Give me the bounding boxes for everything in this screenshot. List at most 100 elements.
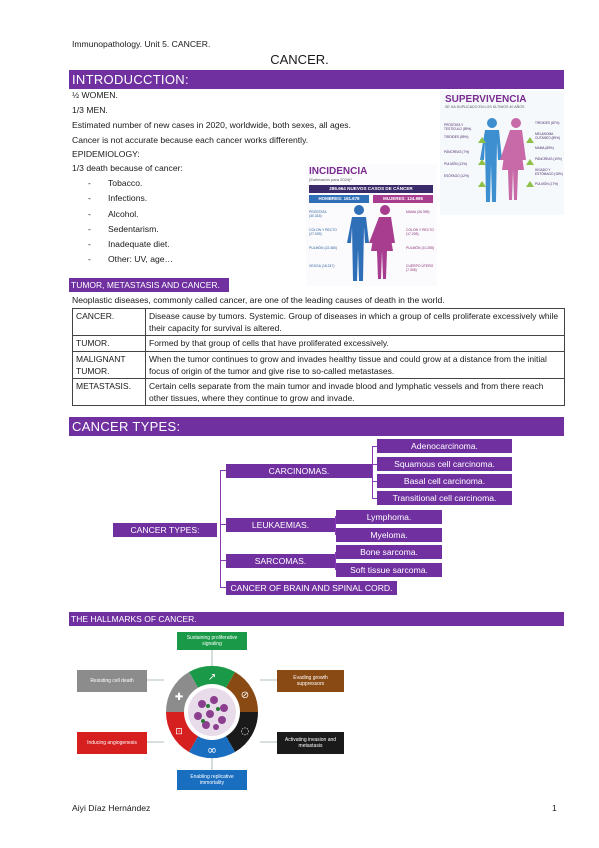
tree-connector <box>335 552 336 570</box>
carcinoma-type: Squamous cell carcinoma. <box>377 457 512 471</box>
women-count: MUJERES: 124.986 <box>373 195 433 203</box>
supervivencia-title: SUPERVIVENCIA <box>445 94 527 105</box>
stat-label: PÁNCREAS (7%) <box>444 150 470 154</box>
svg-text:↗: ↗ <box>208 672 216 683</box>
hallmarks-heading: THE HALLMARKS OF CANCER. <box>69 612 564 626</box>
list-item: -Other: UV, age… <box>88 254 174 265</box>
brain-cancer-node: CANCER OF BRAIN AND SPINAL CORD. <box>226 581 397 595</box>
body-silhouettes-icon <box>347 205 395 281</box>
intro-heading: INTRODUCCTION: <box>69 70 564 89</box>
svg-text:✚: ✚ <box>175 692 183 703</box>
hallmark-label: Activating invasion and metastasis <box>277 732 344 754</box>
stat-label: COLON Y RECTO (17.205) <box>406 228 434 237</box>
list-item: -Inadequate diet. <box>88 239 170 250</box>
tree-connector <box>220 587 226 588</box>
list-item: -Sedentarism. <box>88 223 159 234</box>
stat-label: COLON Y RECTO (27.009) <box>309 228 337 237</box>
stat-label: PÁNCREAS (10%) <box>535 157 562 161</box>
svg-text:◌: ◌ <box>241 726 250 737</box>
svg-text:⊘: ⊘ <box>241 690 249 701</box>
stat-label: CUERPO ÚTERO (7.306) <box>406 264 434 273</box>
incidencia-banner: 286.664 NUEVOS CASOS DE CÁNCER <box>309 185 433 193</box>
tumor-intro: Neoplastic diseases, commonly called can… <box>72 295 445 305</box>
author: Aiyi Díaz Hernández <box>72 803 151 813</box>
leukaemia-type: Myeloma. <box>336 528 442 542</box>
sarcomas-node: SARCOMAS. <box>226 554 335 568</box>
sarcoma-type: Bone sarcoma. <box>336 545 442 559</box>
stat-label: HÍGADO Y ESTÓMAGO (18%) <box>535 168 563 176</box>
page-number: 1 <box>552 803 557 813</box>
svg-text:∞: ∞ <box>207 743 217 757</box>
intro-line: Cancer is not accurate because each canc… <box>72 135 309 145</box>
supervivencia-subtitle: SE HA DUPLICADO EN LOS ÚLTIMOS 40 AÑOS <box>445 105 525 109</box>
leukaemias-node: LEUKAEMIAS. <box>226 518 335 532</box>
body-silhouettes-icon <box>478 118 534 202</box>
intro-line: 1/3 MEN. <box>72 105 108 115</box>
page-title: CANCER. <box>270 52 329 67</box>
stat-label: MELANOMA CUTÁNEO (89%) <box>535 132 560 140</box>
intro-line: 1/3 death because of cancer: <box>72 163 183 173</box>
stat-label: PULMÓN (17%) <box>535 182 559 186</box>
table-row: TUMOR. Formed by that group of cells tha… <box>72 335 565 352</box>
tree-connector <box>372 464 377 465</box>
stat-label: MAMA (36.395) <box>406 210 430 214</box>
cancer-types-heading: CANCER TYPES: <box>69 417 564 436</box>
hallmark-label: Resisting cell death <box>77 670 147 692</box>
leukaemia-type: Lymphoma. <box>336 510 442 524</box>
incidencia-infographic: INCIDENCIA (Estimación para 2024)* 286.6… <box>306 164 437 286</box>
incidencia-title: INCIDENCIA <box>309 166 368 177</box>
carcinoma-type: Transitional cell carcinoma. <box>377 491 512 505</box>
stat-label: PRÓSTATA Y TESTÍCULO (89%) <box>444 123 472 131</box>
table-row: MALIGNANT TUMOR. When the tumor continue… <box>72 350 565 380</box>
definition-cell: When the tumor continues to grow and inv… <box>145 350 565 380</box>
definition-cell: Certain cells separate from the main tum… <box>145 378 565 407</box>
carcinomas-node: CARCINOMAS. <box>226 464 372 478</box>
stat-label: PULMÓN (10.285) <box>406 246 435 250</box>
list-item: -Tobacco. <box>88 178 143 188</box>
hallmark-label: Inducing angiogenesis <box>77 732 147 754</box>
hallmarks-wheel-icon: ↗ ⊘ ◌ ∞ ⊡ ✚ <box>147 650 277 770</box>
tumor-section-heading: TUMOR, METASTASIS AND CANCER. <box>69 278 229 292</box>
term-cell: MALIGNANT TUMOR. <box>72 350 146 380</box>
list-item: -Alcohol. <box>88 208 139 219</box>
tree-connector <box>220 470 226 471</box>
hallmark-label: Evading growth suppressors <box>277 670 344 692</box>
term-cell: METASTASIS. <box>72 378 146 407</box>
stat-label: PULMÓN (22.480) <box>309 246 338 250</box>
tree-connector <box>335 516 336 535</box>
supervivencia-infographic: SUPERVIVENCIA SE HA DUPLICADO EN LOS ÚLT… <box>440 91 564 215</box>
tree-connector <box>372 446 373 499</box>
tree-connector <box>220 560 226 561</box>
tree-connector <box>372 481 377 482</box>
term-cell: CANCER. <box>72 307 146 337</box>
men-count: HOMBRES: 161.678 <box>309 195 369 203</box>
tree-connector <box>220 470 221 588</box>
stat-label: TIROIDES (85%) <box>444 135 469 139</box>
hallmark-label: Sustaining proliferative signaling <box>177 632 247 650</box>
svg-text:⊡: ⊡ <box>175 727 183 737</box>
intro-line: ½ WOMEN. <box>72 90 118 100</box>
hallmark-label: Enabling replicative immortality <box>177 770 247 790</box>
stat-label: MAMA (85%) <box>535 146 554 150</box>
table-row: CANCER. Disease cause by tumors. Systemi… <box>72 307 565 337</box>
stat-label: PRÓSTATA (30.316) <box>309 210 327 219</box>
epidemiology-label: EPIDEMIOLOGY: <box>72 149 140 159</box>
hallmarks-figure: ↗ ⊘ ◌ ∞ ⊡ ✚ Sustaining proliferative sig… <box>72 630 352 795</box>
stat-label: ESÓFAGO (12%) <box>444 174 469 178</box>
carcinoma-type: Basal cell carcinoma. <box>377 474 512 488</box>
causes-list: -Tobacco. -Infections. -Alcohol. -Sedent… <box>88 176 173 268</box>
incidencia-subtitle: (Estimación para 2024)* <box>309 177 352 182</box>
definition-cell: Disease cause by tumors. Systemic. Group… <box>145 307 565 337</box>
cancer-types-root: CANCER TYPES: <box>113 523 217 537</box>
course-header: Immunopathology. Unit 5. CANCER. <box>72 39 211 49</box>
stat-label: TIROIDES (87%) <box>535 121 560 125</box>
tree-connector <box>372 498 377 499</box>
stat-label: PULMÓN (12%) <box>444 162 468 166</box>
tree-connector <box>220 524 226 525</box>
intro-line: Estimated number of new cases in 2020, w… <box>72 120 351 130</box>
sarcoma-type: Soft tissue sarcoma. <box>336 563 442 577</box>
term-cell: TUMOR. <box>72 335 146 352</box>
definitions-table: CANCER. Disease cause by tumors. Systemi… <box>72 307 565 407</box>
table-row: METASTASIS. Certain cells separate from … <box>72 378 565 407</box>
definition-cell: Formed by that group of cells that have … <box>145 335 565 352</box>
